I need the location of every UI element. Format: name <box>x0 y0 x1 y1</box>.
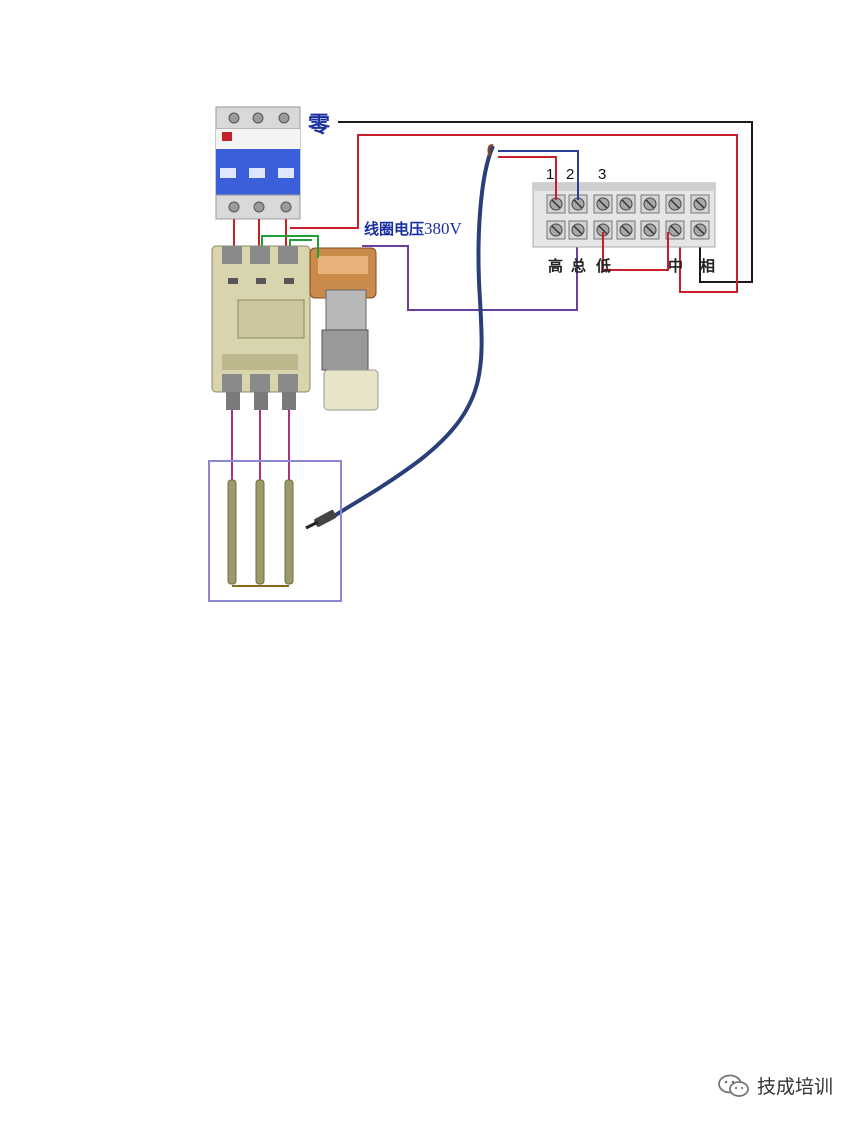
screw-slot <box>573 199 583 209</box>
terminal-total-label: 总 <box>571 257 587 275</box>
terminal-number-3: 3 <box>598 166 607 183</box>
wechat-icon <box>718 1074 749 1097</box>
temperature-probe <box>305 144 495 530</box>
heating-elements <box>208 460 342 602</box>
screw-slot <box>573 225 583 235</box>
screw-slot <box>551 225 561 235</box>
screw-slot <box>670 199 680 209</box>
terminal-phase-label: 相 <box>700 257 716 275</box>
terminal-screws <box>546 194 710 240</box>
terminal-high-label: 高 <box>548 257 564 275</box>
screw-slot <box>645 225 655 235</box>
screw-slot <box>551 199 561 209</box>
auxiliary-block <box>309 247 379 411</box>
screw-slot <box>621 199 631 209</box>
screw-slot <box>670 225 680 235</box>
screw-slot <box>598 225 608 235</box>
watermark: 技成培训 <box>717 1072 833 1099</box>
terminal-middle-label: 中 <box>668 257 684 275</box>
contactor <box>211 245 311 410</box>
coil-voltage-text: 线圈电压 <box>364 220 425 238</box>
screw-slot <box>695 199 705 209</box>
coil-voltage-label: 线圈电压380V <box>364 218 462 239</box>
circuit-breaker <box>215 106 301 220</box>
screw-slot <box>645 199 655 209</box>
terminal-number-1: 1 <box>546 166 555 183</box>
terminal-number-2: 2 <box>566 166 575 183</box>
terminal-low-label: 低 <box>596 257 612 275</box>
screw-slot <box>695 225 705 235</box>
screw-slot <box>598 199 608 209</box>
screw-slot <box>621 225 631 235</box>
coil-voltage-value: 380V <box>424 219 462 238</box>
watermark-text: 技成培训 <box>757 1076 834 1098</box>
neutral-label: 零 <box>308 113 331 138</box>
